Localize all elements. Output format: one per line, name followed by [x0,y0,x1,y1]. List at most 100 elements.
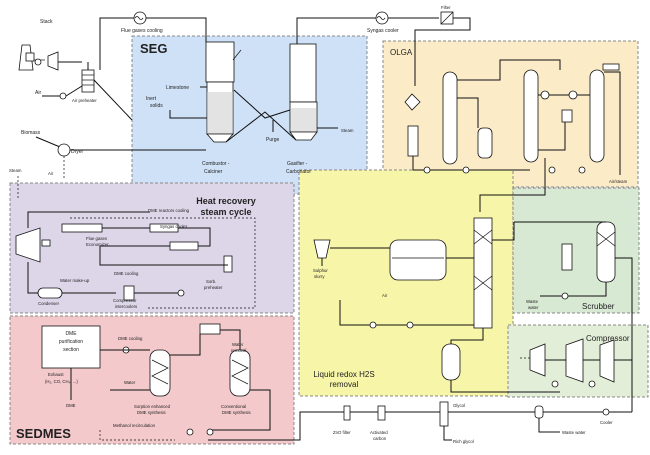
final-cooler [602,408,610,416]
h2s-title-line2: removal [330,380,359,389]
water-makeup-label: Water make-up [60,278,90,283]
combustor-label-2: Calciner [204,169,223,175]
compressor-stage-3 [599,339,615,383]
olga-line-2 [457,59,561,81]
syngas-cooler-hrsc-label: Syngas cooler [160,224,188,229]
compressor-intercooler-1 [551,380,559,388]
final-separator [534,405,544,419]
air-preheater [81,69,95,93]
condenser [37,287,63,299]
sedmes-coil [151,359,169,385]
conventional-dme-label-2: DME synthesis [222,410,251,415]
hrsc-title-line2: steam cycle [200,207,251,217]
dme-cooling-hrsc-label: DME cooling [114,271,139,276]
air-steam-label: Air/steam [609,179,628,184]
syngas-line-1 [296,17,376,44]
dryer-icon [57,143,71,157]
waste-water-label-2: water [528,305,539,310]
conventional-coil [231,359,249,385]
dryer-label: Dryer [71,149,84,155]
stack-label: Stack [40,19,53,25]
sulphur-slurry-label-2: slurry [314,274,325,279]
dme-purification-label-2: purification [59,339,83,345]
flue-gas-economizer [61,223,103,233]
sorb-preheater-label-2: preheater [204,285,223,290]
compressor-intercoolers-label-1: Compressor [113,298,137,303]
biomass-line [35,136,61,148]
water-sedmes-label: Water [124,380,136,385]
compressor-stage-1 [529,343,546,377]
waste-water-end-line [538,418,560,433]
olga-heater-1 [540,90,550,100]
sorption-enhanced-label-1: Sorption enhanced [134,404,171,409]
air-fan-icon [59,92,67,100]
water-removal-unit [199,323,221,335]
olga-line-6 [412,156,530,171]
rich-glycol-label: Rich glycol [453,439,474,444]
dme-purification-box [41,325,101,369]
combustor-label-1: Combustor - [202,161,230,167]
compressor-title: Compressor [586,334,630,343]
h2s-to-compressor-line [450,380,560,393]
air-small-label: Air [48,171,54,176]
steam-seg-label: Steam [341,128,354,133]
waste-water-label-1: Waste [526,299,539,304]
filter-diagonal [440,11,454,25]
combustor-calciner [205,41,242,143]
hrsc-line-3 [99,245,228,266]
olga-to-h2s-line [479,158,546,212]
flue-cooler-icon [133,11,147,25]
sulphur-settler [313,239,331,259]
sulphur-slurry-label-1: Sulphur [313,268,328,273]
purge-label: Purge [266,137,280,143]
air-to-seg-line [93,79,133,121]
activated-carbon-label-2: carbon [373,436,387,441]
scrubber-column [596,221,616,283]
steam-turbine [15,227,41,263]
sorb-preheater-label-1: Sorb. [206,279,216,284]
sedmes-line-5 [208,389,271,431]
oxidizer-tank [389,239,447,281]
air-h2s-label: Air [382,293,388,298]
h2s-pump-2 [406,321,414,329]
absorber-column [473,217,493,329]
olga-pump-4 [578,166,586,174]
dme-reactor-hx [169,241,199,251]
conventional-reactor [229,349,251,397]
h2s-pump-1 [369,321,377,329]
h2s-title-line1: Liquid redox H2S [313,370,374,379]
solid-loop-1 [233,89,291,119]
methanol-recirc-line [99,430,175,441]
glycol-label: Glycol [453,403,465,408]
sorb-preheater [223,255,233,273]
dme-cooling-sedmes-label: DME cooling [118,336,143,341]
hrsc-line-2 [178,227,211,247]
scrubber-zone [512,187,640,314]
rich-glycol-line [443,426,452,441]
hrsc-title-line1: Heat recovery [196,196,256,206]
gasifier-label-1: Gasifier - [287,161,308,167]
dme-product-label: DME [66,403,76,408]
seg-title: SEG [140,41,167,56]
exhaust-label-1: Exhaust [48,372,64,377]
air-line-2 [65,85,83,97]
activated-carbon [377,405,386,421]
sedmes-pump-2 [206,428,214,436]
solid-loop-2 [225,111,297,143]
gasifier-carbonator [289,43,318,141]
olga-pump-3 [548,166,556,174]
steam-left-label: Steam [9,168,22,173]
sedmes-line-2 [170,334,201,356]
flue-gas-eco-label-1: Flue gases [86,236,107,241]
inert-solids-label-1: Inert [146,96,157,102]
syngas-cooler-icon [375,11,389,25]
waste-water-end-label: Waste water [562,430,586,435]
sorption-enhanced-label-2: DME synthesis [137,410,166,415]
sedmes-title: SEDMES [16,426,71,441]
dme-reactors-cooling-label: DME reactors cooling [148,208,190,213]
glycol-dryer [439,401,449,427]
limestone-label: Limestone [166,85,189,91]
knockout-drum [441,343,461,381]
conventional-dme-label-1: Conventional [221,404,246,409]
